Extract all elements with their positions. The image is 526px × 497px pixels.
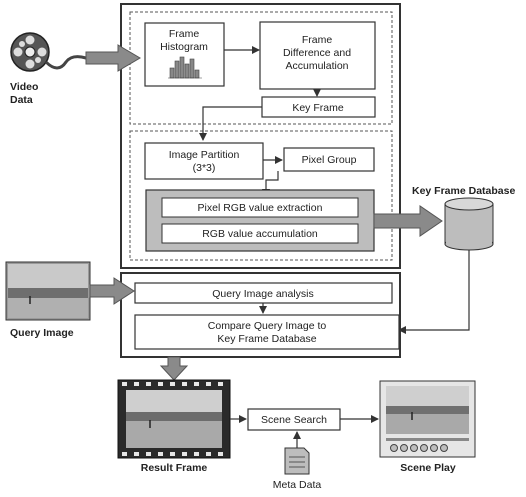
scene-search-label: Scene Search xyxy=(261,414,327,426)
compare-box xyxy=(134,314,400,350)
frame-histogram-box xyxy=(144,22,225,87)
database-cylinder-icon xyxy=(444,197,494,251)
compare-label-line2: Key Frame Database xyxy=(217,333,316,345)
media-player-icon xyxy=(379,380,476,458)
image-partition-label-line1: Image Partition xyxy=(169,149,240,161)
query-container xyxy=(120,272,401,358)
query-input-arrow xyxy=(89,277,135,305)
frame-histogram-label-line2: Histogram xyxy=(160,41,208,53)
compare-to-result-arrow xyxy=(159,356,189,381)
pixelgroup-to-extraction-arrow xyxy=(262,171,279,197)
feature-extraction-group xyxy=(129,130,393,261)
rgb-accumulation-box xyxy=(161,223,359,244)
pixel-rgb-extraction-box xyxy=(161,197,359,218)
query-analysis-label: Query Image analysis xyxy=(212,288,314,300)
key-frame-label: Key Frame xyxy=(292,102,344,114)
video-data-label-line1: Video xyxy=(10,81,38,93)
key-frame-extraction-group xyxy=(129,11,393,125)
frame-difference-label-line1: Frame xyxy=(302,34,332,46)
pixel-group-box xyxy=(283,147,375,172)
histogram-icon xyxy=(168,56,202,79)
image-partition-box xyxy=(144,142,264,180)
result-frame-label: Result Frame xyxy=(141,462,208,474)
meta-data-label: Meta Data xyxy=(273,479,322,491)
frame-difference-label-line2: Difference and xyxy=(283,47,351,59)
image-partition-label-line2: (3*3) xyxy=(193,162,216,174)
frame-histogram-label-line1: Frame xyxy=(169,28,199,40)
indexing-container xyxy=(120,3,401,269)
rgb-accumulation-label: RGB value accumulation xyxy=(202,228,318,240)
database-to-compare-arrow xyxy=(398,250,470,334)
pixel-group-label: Pixel Group xyxy=(302,154,357,166)
film-strip-icon xyxy=(117,379,231,459)
video-data-label-line2: Data xyxy=(10,94,33,106)
film-reel-icon xyxy=(10,32,87,72)
document-icon xyxy=(284,447,310,475)
key-frame-database-title: Key Frame Database xyxy=(412,185,515,197)
features-to-database-arrow xyxy=(373,205,443,237)
compare-label-line1: Compare Query Image to xyxy=(208,320,327,332)
frame-difference-box xyxy=(259,21,376,90)
beach-photo-icon xyxy=(5,261,91,321)
keyframe-to-partition-arrow xyxy=(199,106,262,141)
frame-difference-label-line3: Accumulation xyxy=(285,60,348,72)
query-image-label: Query Image xyxy=(10,327,74,339)
scene-play-label: Scene Play xyxy=(400,462,456,474)
video-input-arrow xyxy=(85,44,141,72)
pixel-rgb-extraction-label: Pixel RGB value extraction xyxy=(198,202,323,214)
